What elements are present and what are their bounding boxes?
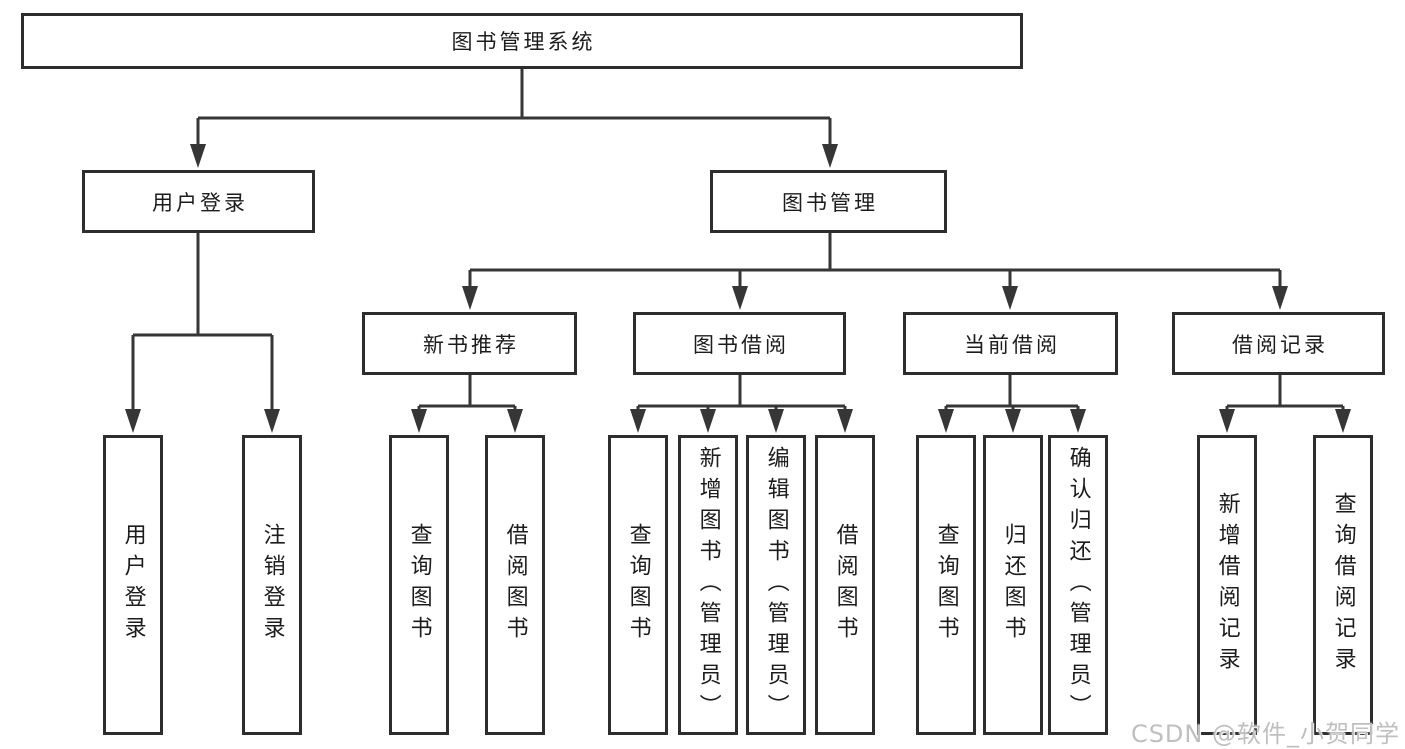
node-user-login-label: 用户登录 xyxy=(152,190,248,215)
leaf-logout: 注销登录 xyxy=(242,435,302,735)
leaf-return-books-label: 归还图书 xyxy=(1000,523,1026,647)
leaf-add-borrow-record-label: 新增借阅记录 xyxy=(1214,492,1240,678)
leaf-user-login: 用户登录 xyxy=(103,435,163,735)
leaf-query-books-3: 查询图书 xyxy=(916,435,976,735)
leaf-logout-label: 注销登录 xyxy=(259,523,285,647)
leaf-confirm-return-admin-label: 确认归还（管理员） xyxy=(1065,445,1091,725)
leaf-add-borrow-record: 新增借阅记录 xyxy=(1197,435,1257,735)
node-borrowing-records-label: 借阅记录 xyxy=(1232,332,1328,357)
leaf-borrow-books-1: 借阅图书 xyxy=(485,435,545,735)
leaf-add-book-admin-label: 新增图书（管理员） xyxy=(695,445,721,725)
leaf-query-books-1-label: 查询图书 xyxy=(406,523,432,647)
leaf-add-book-admin: 新增图书（管理员） xyxy=(678,435,738,735)
node-root: 图书管理系统 xyxy=(21,13,1023,69)
node-user-login: 用户登录 xyxy=(82,170,315,233)
leaf-user-login-label: 用户登录 xyxy=(120,523,146,647)
node-borrowing-records: 借阅记录 xyxy=(1172,312,1385,375)
node-book-borrowing: 图书借阅 xyxy=(633,312,846,375)
node-book-borrowing-label: 图书借阅 xyxy=(693,332,789,357)
csdn-watermark: CSDN @软件_小贺同学 xyxy=(1130,720,1400,748)
leaf-borrow-books-2: 借阅图书 xyxy=(815,435,875,735)
leaf-query-books-2: 查询图书 xyxy=(608,435,668,735)
leaf-return-books: 归还图书 xyxy=(983,435,1043,735)
leaf-edit-book-admin: 编辑图书（管理员） xyxy=(746,435,806,735)
node-current-borrowing-label: 当前借阅 xyxy=(964,332,1060,357)
node-current-borrowing: 当前借阅 xyxy=(903,312,1118,375)
node-new-book-recommend: 新书推荐 xyxy=(362,312,577,375)
leaf-edit-book-admin-label: 编辑图书（管理员） xyxy=(763,445,789,725)
leaf-query-books-2-label: 查询图书 xyxy=(625,523,651,647)
node-new-book-recommend-label: 新书推荐 xyxy=(423,332,519,357)
node-root-label: 图书管理系统 xyxy=(451,30,596,54)
leaf-query-books-3-label: 查询图书 xyxy=(933,523,959,647)
leaf-query-books-1: 查询图书 xyxy=(389,435,449,735)
leaf-borrow-books-2-label: 借阅图书 xyxy=(832,523,858,647)
leaf-borrow-books-1-label: 借阅图书 xyxy=(502,523,528,647)
leaf-query-borrow-record-label: 查询借阅记录 xyxy=(1330,492,1356,678)
node-book-management: 图书管理 xyxy=(710,170,947,233)
leaf-query-borrow-record: 查询借阅记录 xyxy=(1313,435,1373,735)
leaf-confirm-return-admin: 确认归还（管理员） xyxy=(1048,435,1108,735)
node-book-management-label: 图书管理 xyxy=(782,190,878,215)
